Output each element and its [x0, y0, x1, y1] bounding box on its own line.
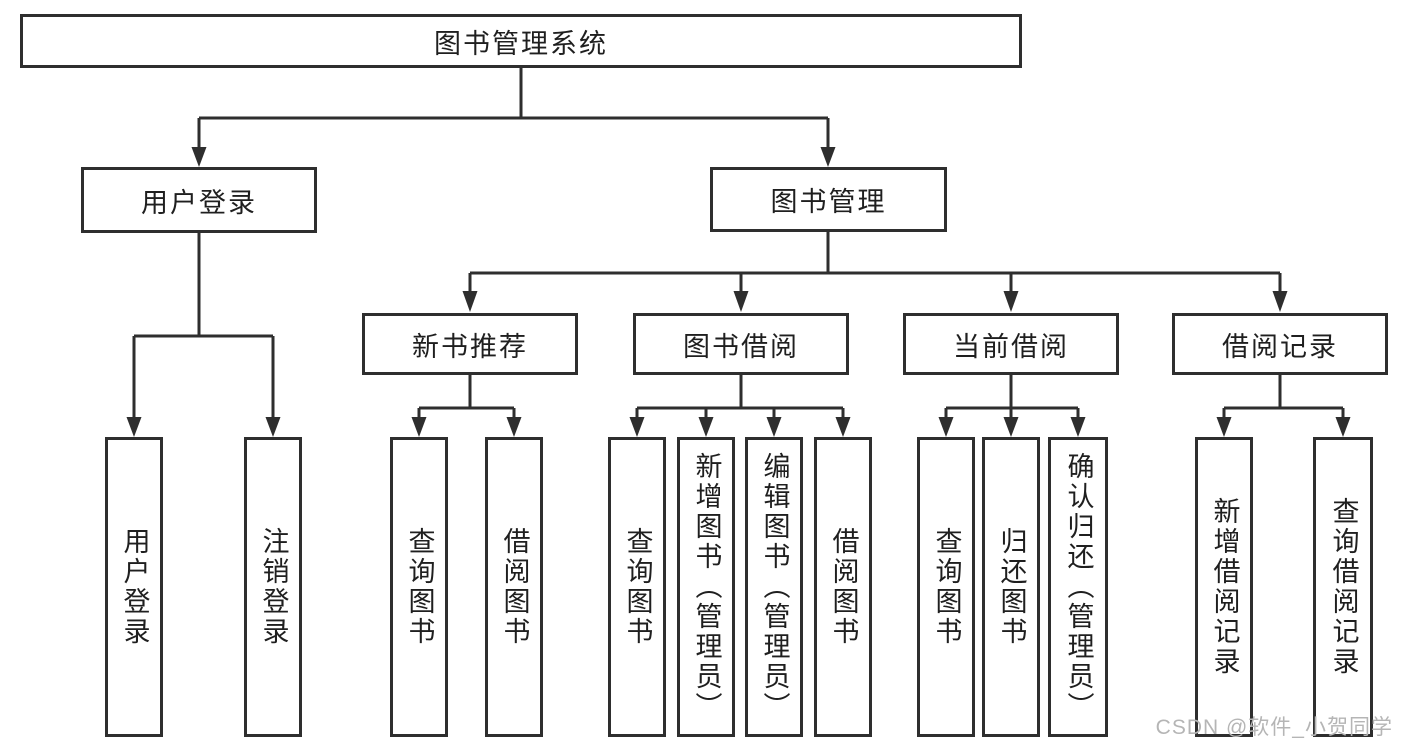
arrowhead: [506, 417, 522, 437]
node-book-management: 图书管理: [710, 167, 947, 232]
arrowhead: [1272, 291, 1288, 312]
leaf-logout-login: 注销登录: [244, 437, 302, 737]
leaf-borrowing-edit-books-admin: 编辑图书（管理员）: [745, 437, 803, 737]
leaf-current-confirm-return-admin: 确认归还（管理员）: [1048, 437, 1108, 737]
arrowhead: [1335, 417, 1351, 437]
arrowhead: [766, 417, 782, 437]
leaf-borrowing-add-books-admin: 新增图书（管理员）: [677, 437, 735, 737]
arrowhead: [411, 417, 427, 437]
arrowhead: [1216, 417, 1232, 437]
root-to-level2-connector: [191, 68, 836, 167]
arrowhead: [1003, 291, 1019, 312]
arrowhead: [938, 417, 954, 437]
node-current-borrowing: 当前借阅: [903, 313, 1119, 375]
records-to-leaves-connector: [1216, 375, 1351, 437]
arrowhead: [126, 417, 142, 437]
arrowhead: [265, 417, 281, 437]
node-new-book-recommendation: 新书推荐: [362, 313, 578, 375]
leaf-borrowing-query-books: 查询图书: [608, 437, 666, 737]
node-borrowing-records: 借阅记录: [1172, 313, 1388, 375]
borrowing-to-leaves-connector: [629, 375, 851, 437]
arrowhead: [698, 417, 714, 437]
arrowhead: [1070, 417, 1086, 437]
recommend-to-leaves-connector: [411, 375, 522, 437]
arrowhead: [462, 291, 478, 312]
leaf-current-return-books: 归还图书: [982, 437, 1040, 737]
node-root: 图书管理系统: [20, 14, 1022, 68]
node-book-borrowing: 图书借阅: [633, 313, 849, 375]
management-to-level3-connector: [462, 232, 1288, 312]
watermark: CSDN @软件_小贺同学: [1155, 716, 1393, 739]
leaf-borrowing-borrow-books: 借阅图书: [814, 437, 872, 737]
arrowhead: [733, 291, 749, 312]
leaf-records-add-record: 新增借阅记录: [1195, 437, 1253, 737]
arrowhead: [1003, 417, 1019, 437]
arrowhead: [820, 147, 836, 167]
leaf-records-query-record: 查询借阅记录: [1313, 437, 1373, 737]
current-to-leaves-connector: [938, 375, 1086, 437]
leaf-recommend-borrow-books: 借阅图书: [485, 437, 543, 737]
arrowhead: [835, 417, 851, 437]
login-to-leaves-connector: [126, 233, 281, 437]
node-user-login: 用户登录: [81, 167, 317, 233]
leaf-user-login: 用户登录: [105, 437, 163, 737]
arrowhead: [191, 147, 207, 167]
leaf-recommend-query-books: 查询图书: [390, 437, 448, 737]
arrowhead: [629, 417, 645, 437]
leaf-current-query-books: 查询图书: [917, 437, 975, 737]
